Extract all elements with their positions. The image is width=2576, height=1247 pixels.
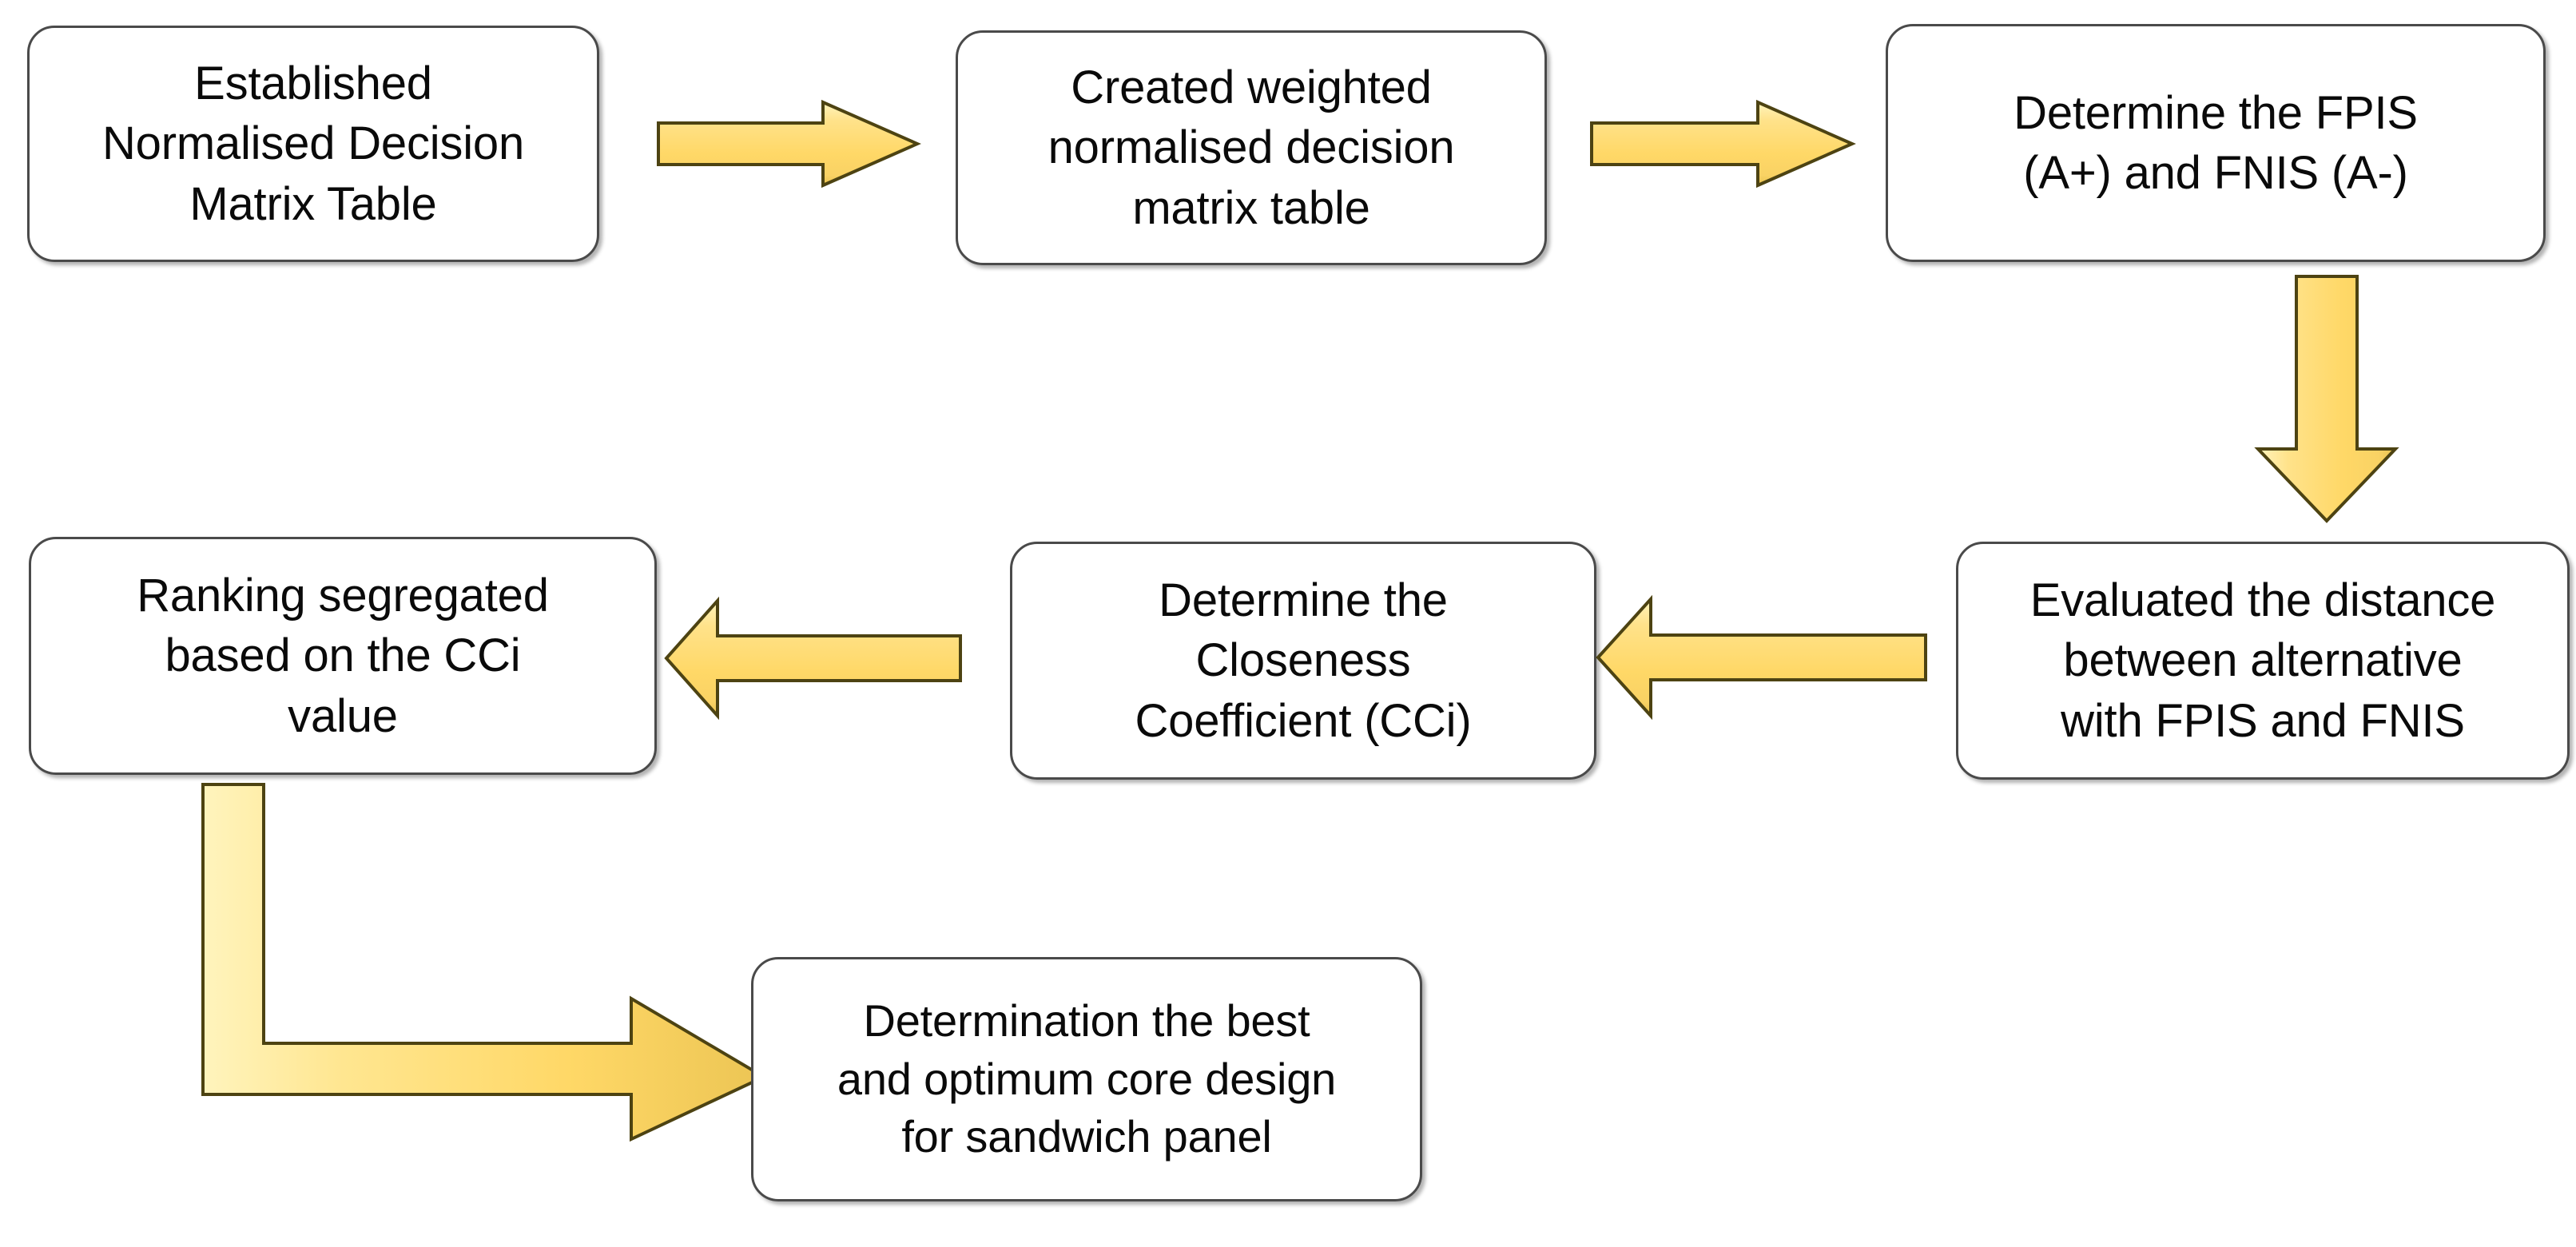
arrow-node1-to-node2 — [657, 99, 921, 189]
arrow-node3-to-node4 — [2254, 275, 2399, 523]
node-created-weighted-normalised-decision-matrix-table[interactable]: Created weighted normalised decision mat… — [956, 30, 1547, 265]
arrow-node2-to-node3 — [1590, 99, 1856, 189]
node-evaluated-distance-alternative-fpis-fnis[interactable]: Evaluated the distance between alternati… — [1956, 542, 2570, 780]
node-label: Determine the Closeness Coefficient (CCi… — [1135, 574, 1472, 747]
arrow-node5-to-node6 — [664, 596, 962, 721]
node-label: Ranking segregated based on the CCi valu… — [137, 569, 549, 742]
node-label: Created weighted normalised decision mat… — [1047, 61, 1455, 234]
arrow-node6-to-node7 — [200, 780, 768, 1142]
arrow-down-shape — [2254, 275, 2399, 523]
arrow-elbow-shape — [201, 783, 768, 1142]
arrow-right-shape — [1590, 99, 1856, 189]
node-determine-closeness-coefficient[interactable]: Determine the Closeness Coefficient (CCi… — [1010, 542, 1596, 780]
arrow-left-shape — [1596, 594, 1927, 721]
node-determination-best-optimum-core-design[interactable]: Determination the best and optimum core … — [751, 957, 1422, 1201]
node-label: Established Normalised Decision Matrix T… — [101, 57, 525, 230]
node-label: Evaluated the distance between alternati… — [2029, 574, 2496, 747]
node-ranking-segregated-based-on-cci-value[interactable]: Ranking segregated based on the CCi valu… — [29, 537, 657, 775]
node-label: Determination the best and optimum core … — [837, 995, 1337, 1162]
node-established-normalised-decision-matrix-table[interactable]: Established Normalised Decision Matrix T… — [27, 26, 599, 262]
node-determine-fpis-fnis[interactable]: Determine the FPIS (A+) and FNIS (A-) — [1886, 24, 2546, 262]
arrow-node4-to-node5 — [1596, 594, 1927, 721]
node-label: Determine the FPIS (A+) and FNIS (A-) — [2013, 86, 2418, 199]
arrow-left-shape — [664, 596, 962, 721]
arrow-right-shape — [657, 99, 921, 189]
